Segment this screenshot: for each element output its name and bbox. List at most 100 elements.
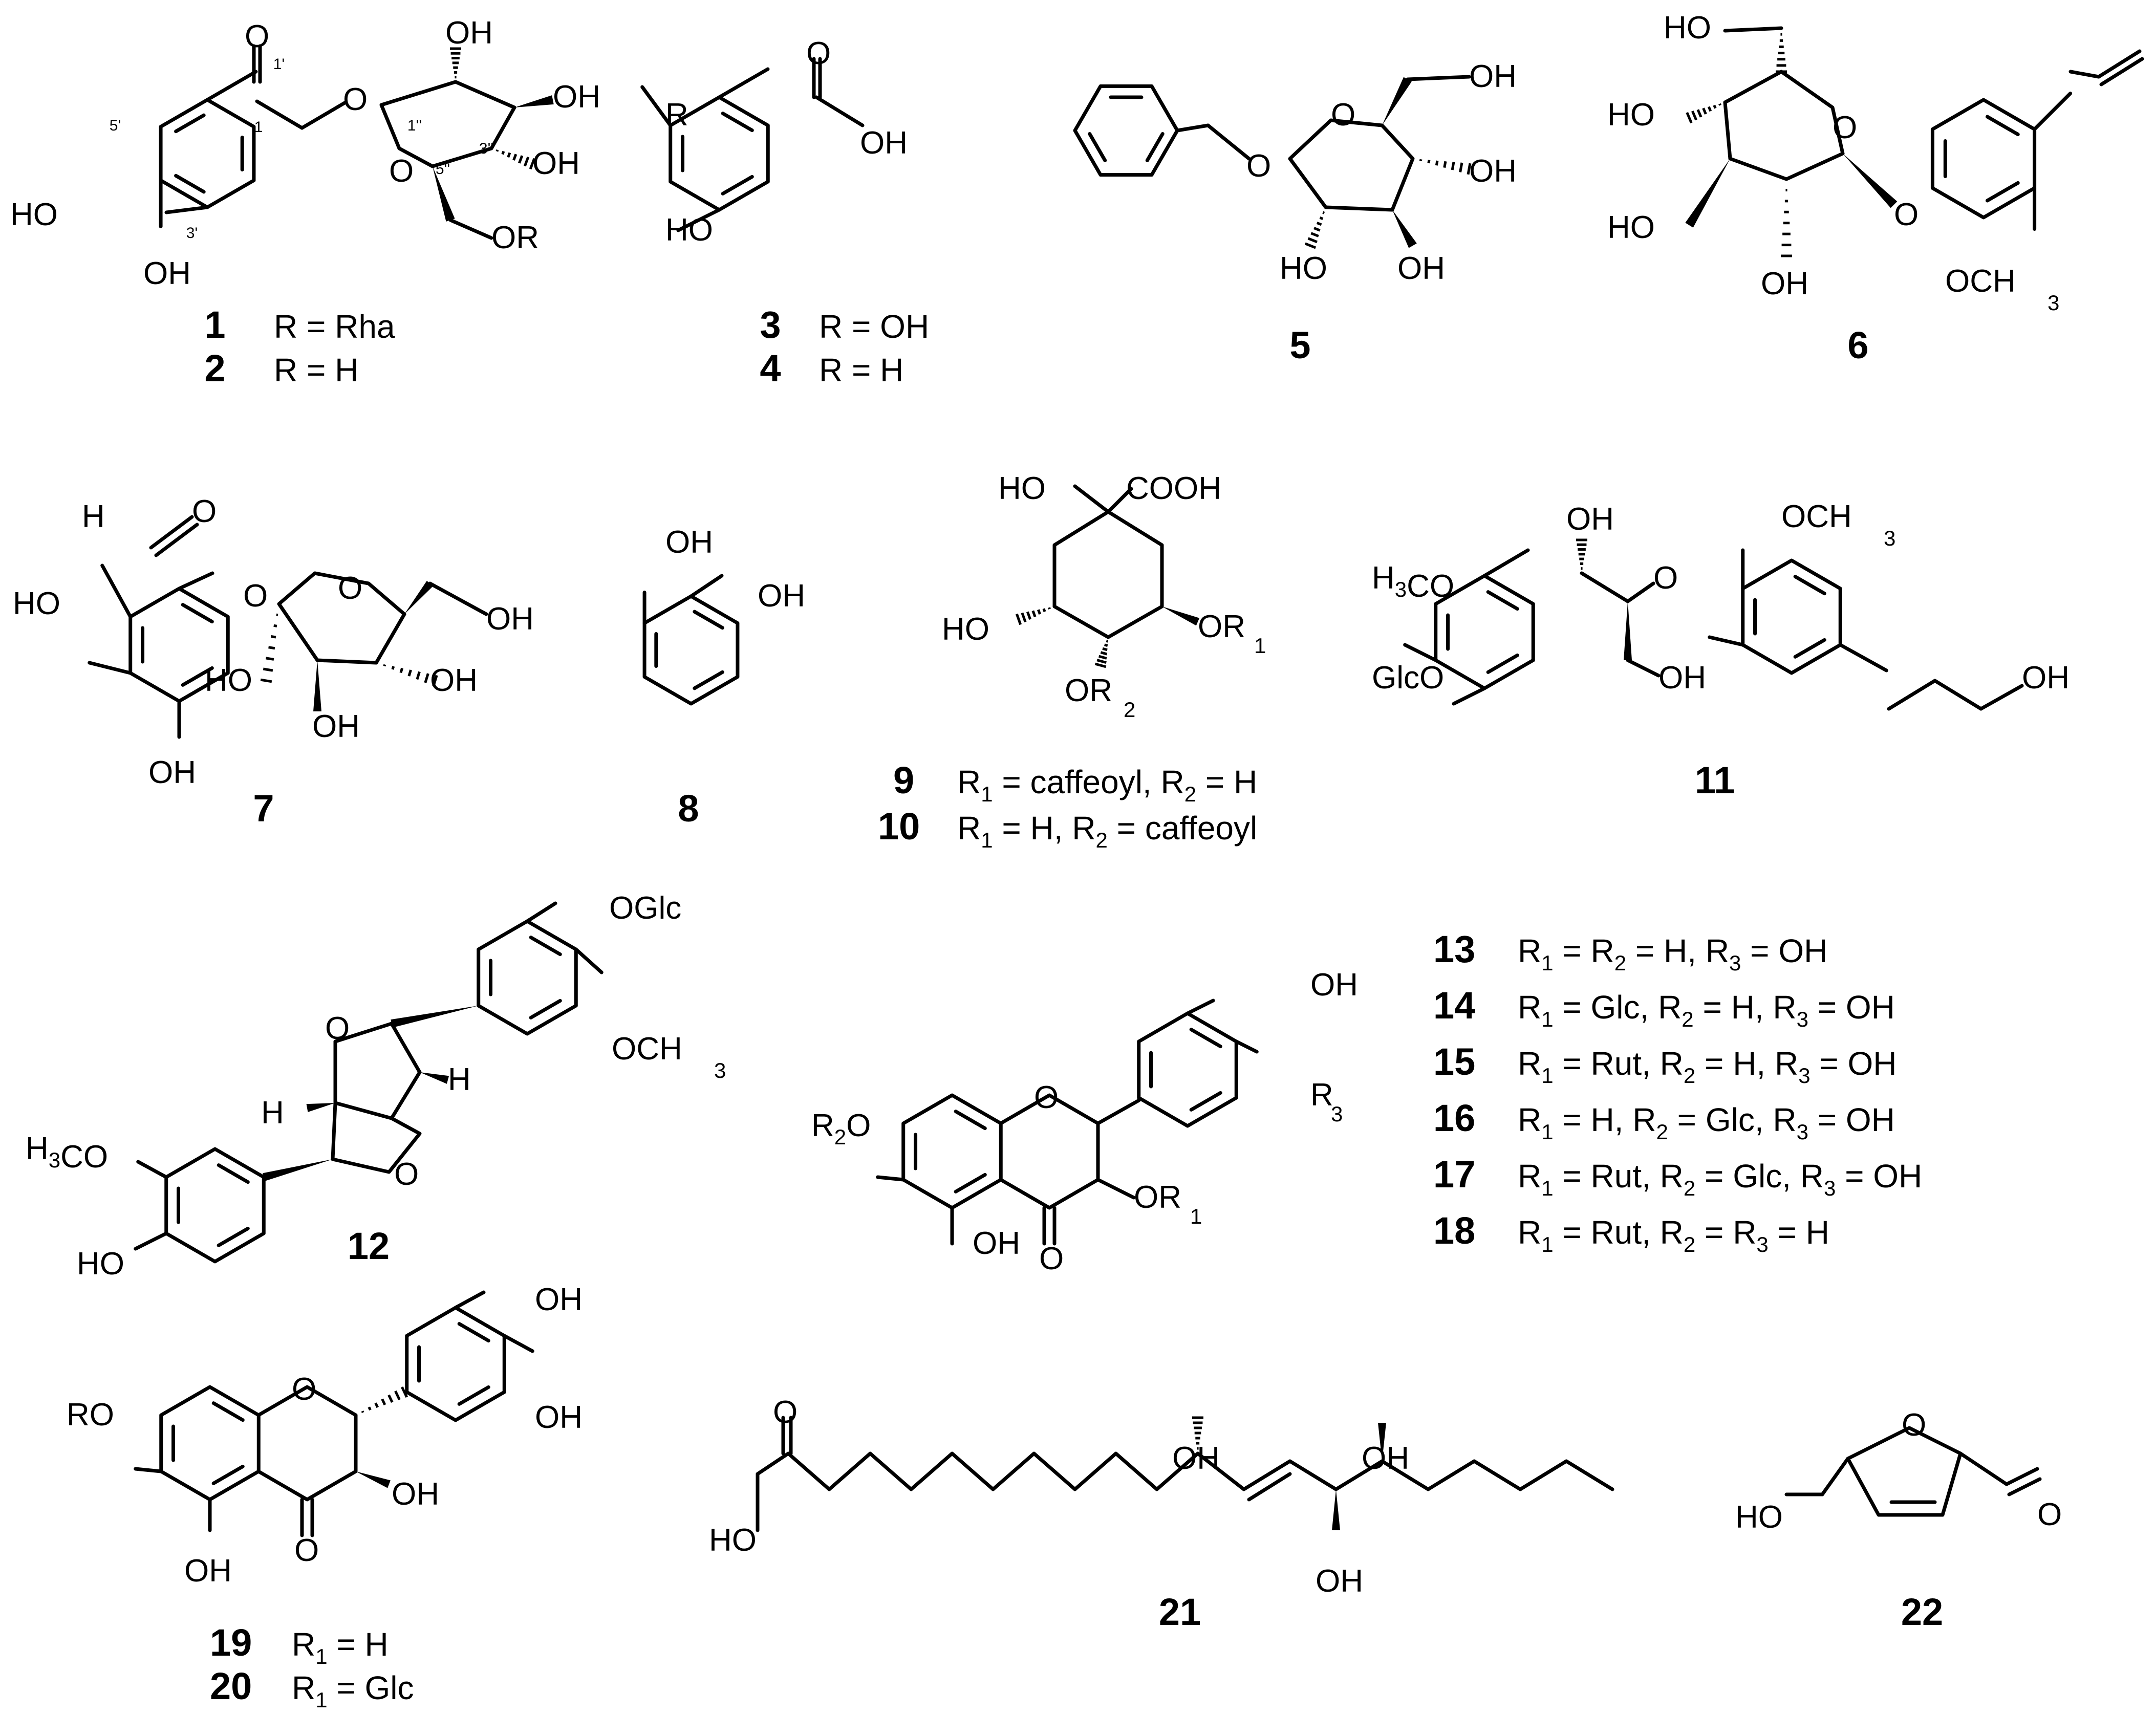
- furan-ring-b: [331, 1101, 422, 1174]
- wedge-bond: [306, 1103, 335, 1112]
- bond: [454, 1290, 486, 1310]
- double-bond: [693, 670, 724, 690]
- bond: [756, 1451, 790, 1476]
- label-oh: OH: [1566, 502, 1614, 537]
- compound-5-id: 5: [1289, 324, 1310, 366]
- bond: [1626, 581, 1655, 603]
- double-bond: [529, 999, 562, 1019]
- label-oh: OH: [1316, 1564, 1363, 1599]
- double-bond: [217, 1226, 250, 1247]
- bond: [1247, 1472, 1292, 1502]
- label-oh: OH: [1761, 266, 1808, 301]
- bond: [1820, 1457, 1850, 1496]
- hash-bond: [1443, 161, 1447, 168]
- hash-bond: [1100, 651, 1108, 656]
- hash-bond: [1304, 242, 1317, 249]
- double-bond: [954, 1173, 987, 1194]
- bond: [205, 70, 258, 102]
- bond: [502, 1334, 534, 1353]
- label-o: O: [1331, 97, 1355, 133]
- sub-3: 3: [2048, 291, 2059, 315]
- hash-bond: [518, 155, 524, 164]
- bond: [909, 1451, 954, 1491]
- double-bond: [954, 1110, 987, 1131]
- label-oh: OH: [860, 125, 908, 161]
- benzene-ring: [1073, 84, 1179, 177]
- wedge-bond: [1332, 1489, 1340, 1530]
- bond: [164, 205, 209, 214]
- hash-bond: [1096, 659, 1107, 664]
- atom-number: 1': [273, 56, 285, 73]
- bond: [574, 947, 604, 974]
- label-och3: OCH: [1945, 264, 2016, 299]
- bond: [991, 1451, 1036, 1491]
- label-oh: OH: [1362, 1441, 1409, 1476]
- hash-bond: [1319, 216, 1324, 220]
- sub-3: 3: [1331, 1102, 1343, 1126]
- hash-bond: [383, 664, 386, 667]
- benzene-ring: [1741, 558, 1842, 675]
- bond: [1288, 1459, 1338, 1491]
- compound-17-id: 17: [1433, 1153, 1475, 1196]
- label-oh: OH: [184, 1553, 232, 1589]
- bond: [1452, 686, 1486, 706]
- double-bond: [211, 1401, 245, 1422]
- compound-20-legend: R1 = Glc: [292, 1669, 414, 1712]
- sub-3: 3: [714, 1058, 726, 1082]
- wedge-bond: [1392, 210, 1417, 248]
- atom-number: 1'': [407, 117, 422, 134]
- label-o: O: [389, 154, 414, 189]
- bond: [255, 99, 304, 130]
- bond: [177, 571, 214, 591]
- label-o: O: [1653, 560, 1678, 596]
- label-ho: HO: [1607, 97, 1655, 133]
- label-o: O: [1894, 197, 1919, 232]
- label-ho: HO: [1664, 10, 1711, 46]
- compound-3-legend: R = OH: [819, 308, 929, 345]
- compound-16-id: 16: [1433, 1097, 1475, 1139]
- label-or1: OR: [1134, 1180, 1181, 1215]
- compound-22-id: 22: [1901, 1591, 1943, 1633]
- label-oh: OH: [665, 525, 713, 560]
- hash-bond: [1713, 104, 1717, 109]
- wedge-bond: [356, 1471, 391, 1488]
- atom-number: 5'': [436, 161, 450, 178]
- label-glco: GlcO: [1372, 660, 1444, 696]
- hash-bond: [1015, 613, 1022, 625]
- bond: [1242, 1459, 1292, 1491]
- hash-bond: [1702, 107, 1707, 115]
- hash-bond: [401, 1386, 408, 1398]
- double-bond: [529, 936, 562, 957]
- bond: [1073, 484, 1110, 514]
- bond: [100, 563, 133, 619]
- compound-16-legend: R1 = H, R2 = Glc, R3 = OH: [1518, 1101, 1895, 1144]
- sub-3: 3: [1884, 526, 1895, 550]
- label-o: O: [394, 1157, 419, 1192]
- hash-bond: [374, 1402, 379, 1408]
- wedge-bond: [1624, 601, 1632, 660]
- pyrone-ring: [999, 1093, 1100, 1210]
- double-bond: [1189, 1091, 1222, 1112]
- bond: [1626, 658, 1661, 678]
- bond: [448, 218, 493, 240]
- hash-bond: [271, 635, 276, 639]
- bond: [827, 1451, 872, 1491]
- label-o: O: [338, 571, 362, 606]
- hash-bond: [495, 149, 499, 152]
- compound-7-id: 7: [253, 787, 274, 830]
- benzene-ring: [405, 1306, 506, 1422]
- furan-ring: [1846, 1426, 1963, 1517]
- hash-bond: [1451, 162, 1455, 170]
- benzene-ring: [159, 98, 256, 209]
- label-och3: OCH: [612, 1031, 682, 1067]
- hash-bond: [507, 152, 511, 158]
- label-oh: OH: [2022, 660, 2070, 696]
- hash-bond: [1031, 610, 1037, 618]
- hash-bond: [1691, 111, 1698, 121]
- bond: [1186, 999, 1215, 1015]
- label-ho: HO: [942, 612, 989, 647]
- bond: [1933, 679, 1983, 711]
- hash-bond: [1094, 662, 1107, 668]
- bond: [786, 1451, 831, 1491]
